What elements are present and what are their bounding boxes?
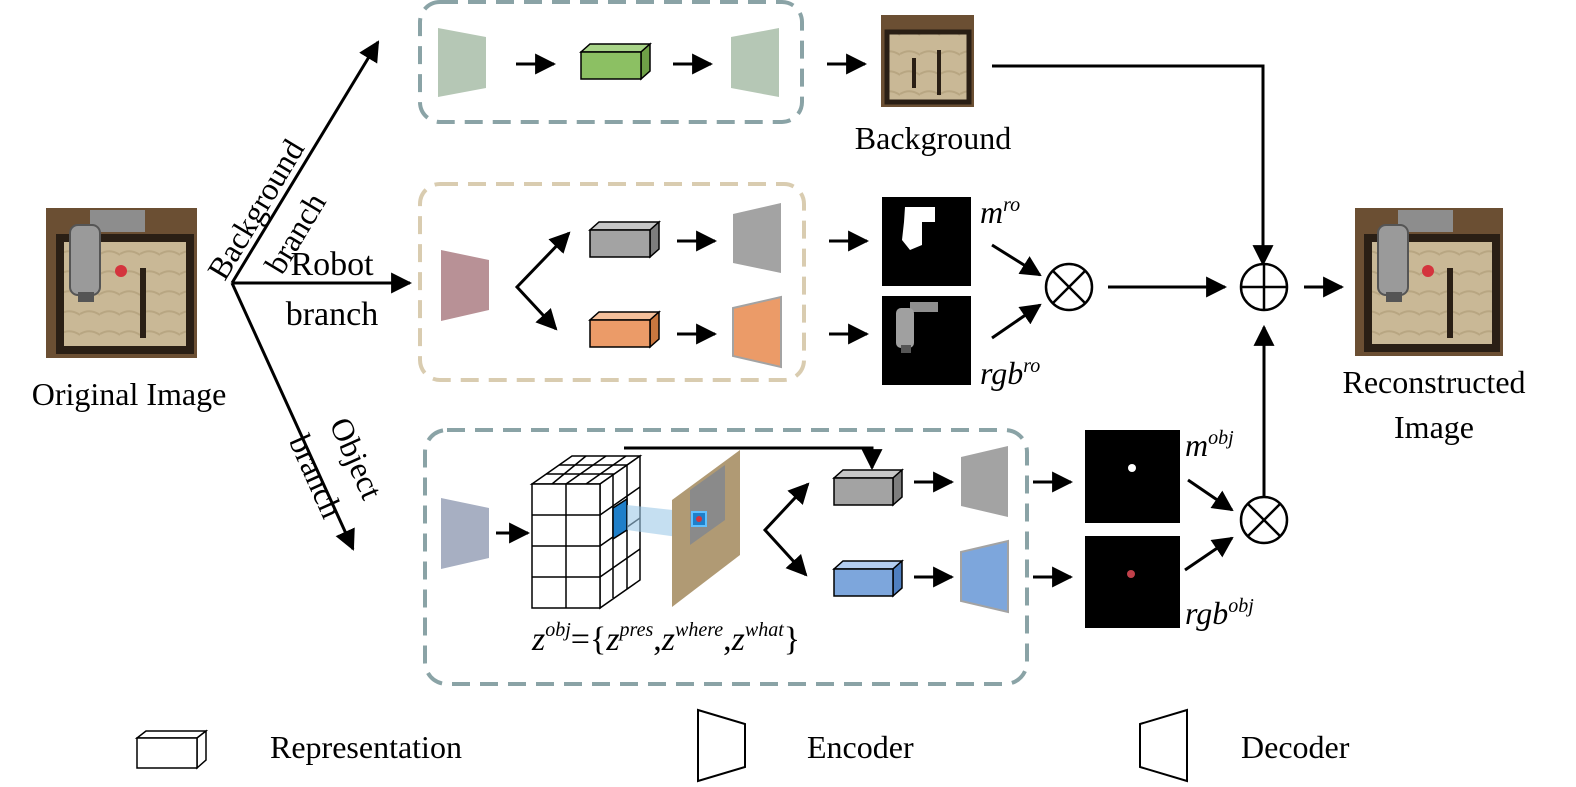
rgb-obj-label: rgbobj (1185, 595, 1254, 631)
sum-symbol (1239, 262, 1289, 312)
background-label: Background (855, 120, 1011, 156)
robot-multiply-symbol (1044, 262, 1094, 312)
legend-decoder-icon (1139, 708, 1188, 783)
object-mask-decoder (961, 446, 1008, 517)
background-image (881, 15, 974, 107)
robot-branch-label-1: Robot (290, 246, 374, 283)
legend-representation-icon (134, 729, 209, 770)
rgb-ro-label: rgbro (980, 355, 1040, 391)
robot-branch-label-2: branch (286, 296, 379, 333)
robot-branch-box (418, 182, 806, 382)
object-rgb-image (1085, 536, 1180, 628)
robot-rgb-latent (588, 310, 661, 349)
z-obj-equation: zobj={zpres,zwhere,zwhat} (531, 619, 800, 658)
reconstructed-label-1: Reconstructed (1342, 364, 1525, 400)
robot-encoder (441, 250, 489, 321)
object-glimpse-image (672, 450, 740, 607)
object-encoder (441, 498, 489, 569)
background-branch-box (418, 0, 804, 124)
object-mask-latent (832, 468, 904, 507)
robot-mask-decoder (733, 203, 781, 273)
robot-mask-image (882, 197, 971, 286)
reconstructed-image (1355, 208, 1503, 356)
object-latent-grid (529, 454, 643, 610)
robot-mask-latent (588, 220, 661, 259)
branch-arrows (230, 40, 413, 551)
m-ro-label: mro (980, 194, 1020, 230)
background-encoder (438, 28, 486, 97)
object-multiply-symbol (1239, 495, 1289, 545)
legend-decoder-label: Decoder (1241, 729, 1350, 765)
reconstructed-label-2: Image (1394, 409, 1474, 445)
m-obj-label: mobj (1185, 427, 1234, 463)
background-decoder (731, 28, 779, 97)
legend-encoder-icon (697, 708, 746, 783)
robot-rgb-image (882, 296, 971, 385)
original-image-label: Original Image (32, 376, 227, 412)
legend-representation-label: Representation (270, 729, 462, 765)
legend-encoder-label: Encoder (807, 729, 914, 765)
background-latent (579, 42, 652, 81)
object-rgb-decoder (960, 539, 1009, 614)
original-image (46, 208, 197, 358)
skip-connection (624, 446, 883, 471)
object-rgb-latent (832, 559, 904, 598)
robot-rgb-decoder (732, 295, 782, 369)
object-mask-image (1085, 430, 1180, 523)
